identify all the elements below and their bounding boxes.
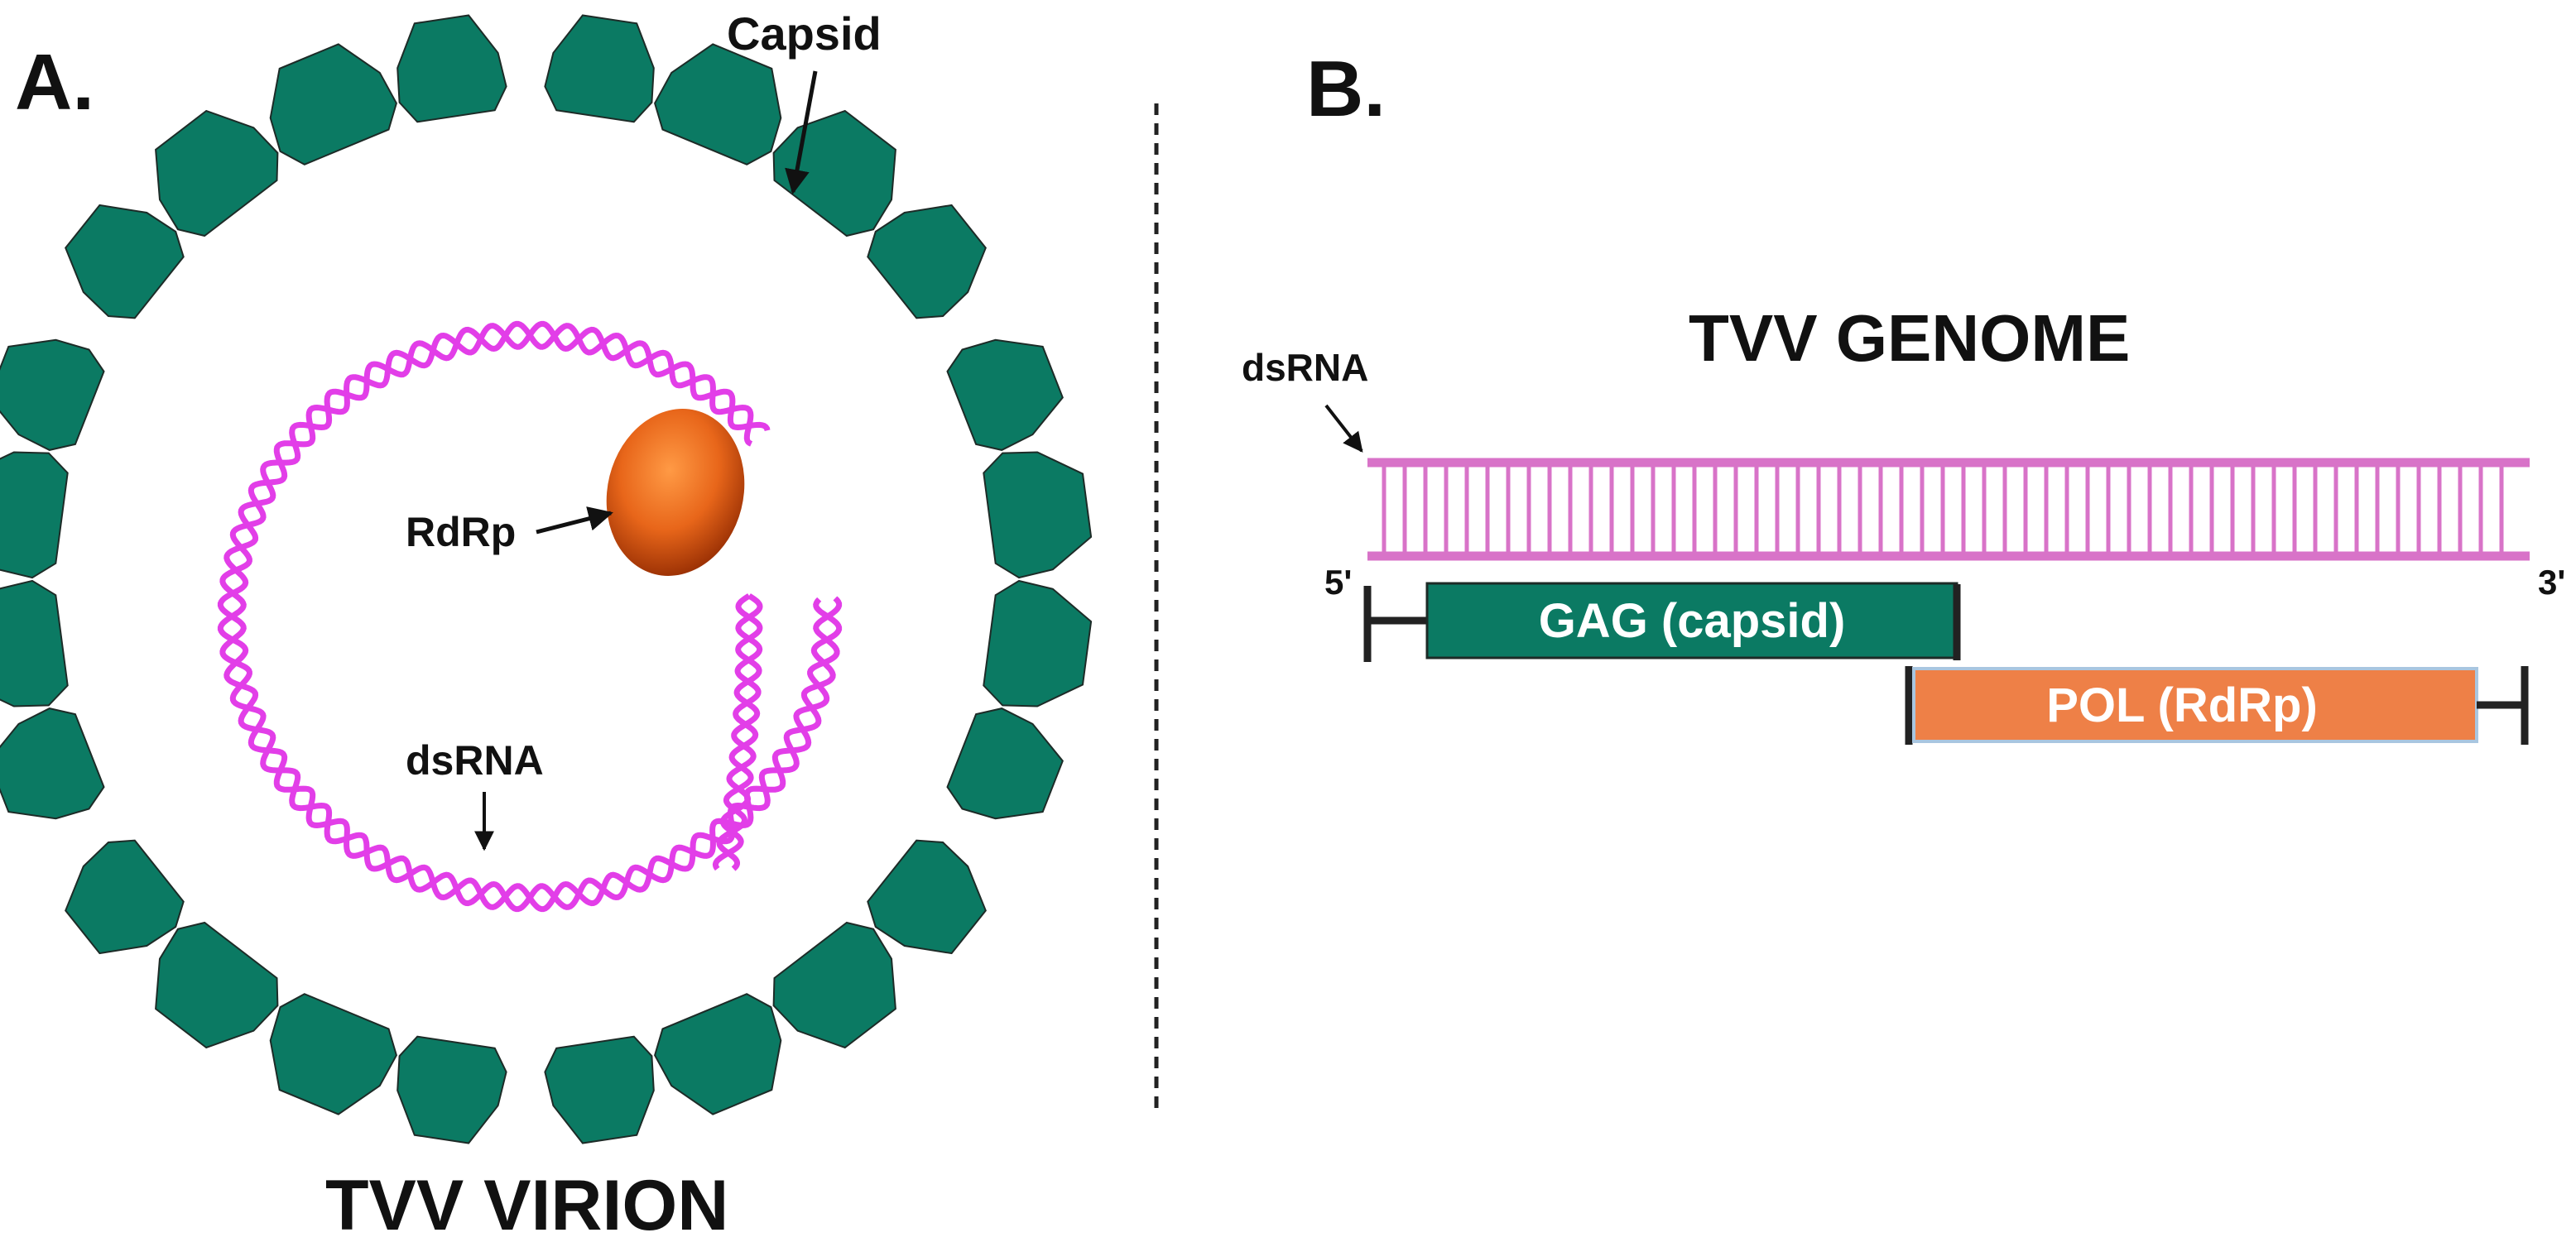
capsid-subunit [772, 921, 896, 1049]
capsid-subunit [544, 14, 655, 123]
rdrp-label: RdRp [406, 509, 516, 555]
capsid-subunit [946, 707, 1064, 820]
rdrp-arrow [536, 506, 613, 535]
capsid-subunit [983, 579, 1093, 707]
panel-b: B. TVV GENOME dsRNA 5' 3' GAG (capsid) P… [1242, 45, 2565, 745]
virion-dsrna-tail-b [712, 593, 763, 871]
rdrp-particle [606, 409, 745, 576]
genome-title: TVV GENOME [1689, 301, 2130, 375]
capsid-subunit [654, 43, 782, 165]
capsid-subunit [983, 451, 1093, 579]
capsid-shell [0, 14, 1093, 1144]
ladder-rungs [1382, 463, 2504, 556]
capsid-subunit [0, 707, 105, 820]
virion-dsrna-label: dsRNA [406, 737, 544, 784]
panel-b-label: B. [1306, 45, 1386, 133]
three-prime-label: 3' [2538, 563, 2565, 602]
capsid-subunit [155, 109, 279, 237]
pol-label: POL (RdRp) [2046, 679, 2318, 732]
gag-box [1425, 582, 1958, 659]
virion-dsrna-strand-a [217, 320, 843, 913]
capsid-subunit [544, 1035, 655, 1144]
capsid-arrow [785, 70, 818, 194]
five-prime-label: 5' [1324, 563, 1352, 602]
panel-a: A. Capsid RdRp dsRNA TVV VIRION [0, 7, 1093, 1245]
capsid-subunit [867, 839, 987, 955]
capsid-subunit [396, 1035, 507, 1144]
pol-segment: POL (RdRp) [1905, 666, 2529, 745]
genome-dsrna-ladder [1367, 458, 2530, 561]
capsid-subunit [65, 839, 185, 955]
gag-segment: GAG (capsid) [1363, 582, 1961, 662]
genome-dsrna-label: dsRNA [1242, 346, 1368, 389]
capsid-subunit [0, 579, 69, 707]
capsid-subunit [654, 993, 782, 1115]
capsid-subunit [396, 14, 507, 123]
virion-dsrna-strand-b [217, 320, 843, 913]
capsid-subunit [946, 338, 1064, 451]
virion-dsrna-tail-a [716, 593, 763, 871]
genome-dsrna-arrow [1324, 404, 1363, 453]
capsid-subunit [772, 109, 896, 237]
capsid-subunit [269, 993, 397, 1115]
panel-a-label: A. [15, 38, 94, 127]
capsid-subunit [155, 921, 279, 1049]
virion-title: TVV VIRION [325, 1166, 728, 1243]
capsid-subunit [0, 451, 69, 579]
gag-label: GAG (capsid) [1539, 594, 1846, 648]
pol-box [1912, 667, 2478, 743]
virion-dsrna-strand [217, 320, 843, 913]
capsid-label: Capsid [727, 7, 882, 60]
capsid-subunit [867, 204, 987, 319]
capsid-subunit [0, 338, 105, 451]
capsid-subunit [65, 204, 185, 319]
capsid-subunit [269, 43, 397, 165]
